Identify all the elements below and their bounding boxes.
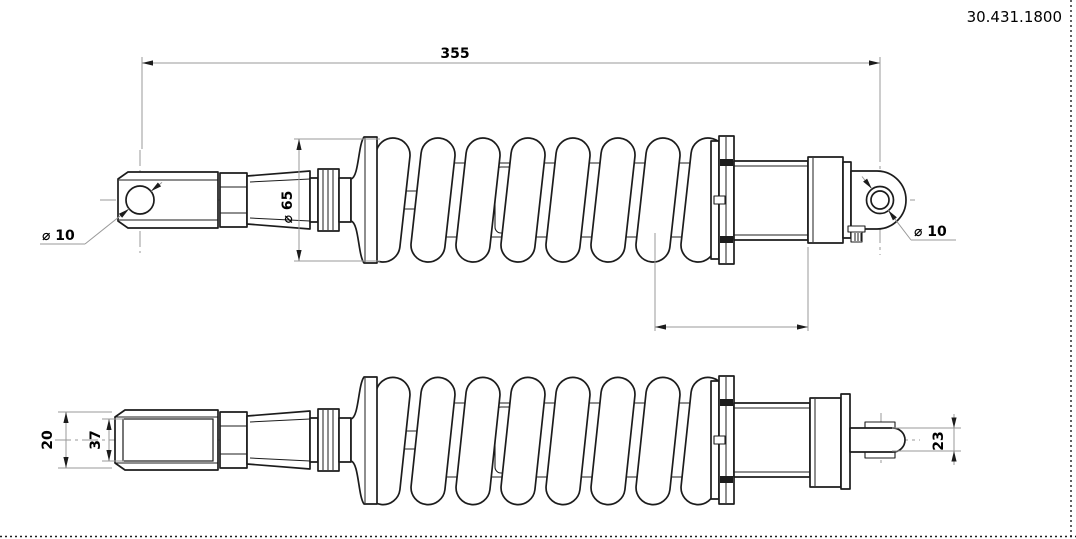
front-view [100, 135, 915, 265]
clevis-end [114, 409, 219, 471]
dim-clevis-outer-label: 20 [40, 430, 56, 450]
retainer-notch [713, 435, 726, 445]
dimensions: 355 ⌀ 65 ⌀ 10 [40, 46, 961, 469]
dim-spring-diameter-label: ⌀ 65 [280, 191, 296, 224]
right-eye-bore [870, 190, 890, 210]
bushing-tab [864, 451, 896, 459]
plan-view [55, 375, 920, 506]
adjuster-ring [338, 177, 352, 223]
dim-left-eye-bore-label: ⌀ 10 [42, 228, 75, 244]
dim-right-eye-bore: ⌀ 10 [861, 176, 956, 241]
part-number: 30.431.1800 [967, 8, 1062, 26]
end-cap [807, 156, 844, 244]
retainer-clip [720, 236, 733, 243]
spring-seat-left [350, 376, 378, 505]
adjuster-ring [338, 417, 352, 463]
bleed-fitting [847, 225, 866, 243]
bushing-tab [864, 421, 896, 429]
hex-locknut [219, 411, 248, 469]
hex-locknut [219, 172, 248, 228]
rod-step [309, 177, 319, 223]
retainer-clip [720, 159, 733, 166]
left-eye-bore [125, 185, 155, 215]
retainer-clip [720, 476, 733, 483]
dim-spring-diameter: ⌀ 65 [280, 138, 380, 262]
retainer-notch [713, 195, 726, 205]
rod-end-taper [246, 410, 311, 470]
end-flange [840, 393, 851, 490]
dim-left-eye-bore: ⌀ 10 [40, 182, 163, 245]
damper-body [733, 160, 809, 241]
spring-seat-left [350, 136, 378, 264]
right-eye-lug [849, 427, 906, 453]
clevis-slot [122, 418, 214, 462]
dim-lug-width: 23 [892, 414, 961, 465]
dim-clevis-inner-label: 37 [88, 430, 104, 449]
dim-clevis-inner: 37 [88, 418, 124, 462]
damper-body [733, 402, 811, 478]
dim-clevis-outer: 20 [40, 411, 112, 469]
rod-step [309, 417, 319, 463]
dim-overall-length: 355 [141, 46, 881, 151]
retainer-clip [720, 399, 733, 406]
dim-right-eye-bore-label: ⌀ 10 [914, 224, 947, 240]
dim-body-length [654, 233, 809, 331]
rod-end-taper [246, 170, 311, 230]
dim-overall-length-label: 355 [440, 46, 469, 62]
dim-lug-width-label: 23 [931, 431, 947, 450]
